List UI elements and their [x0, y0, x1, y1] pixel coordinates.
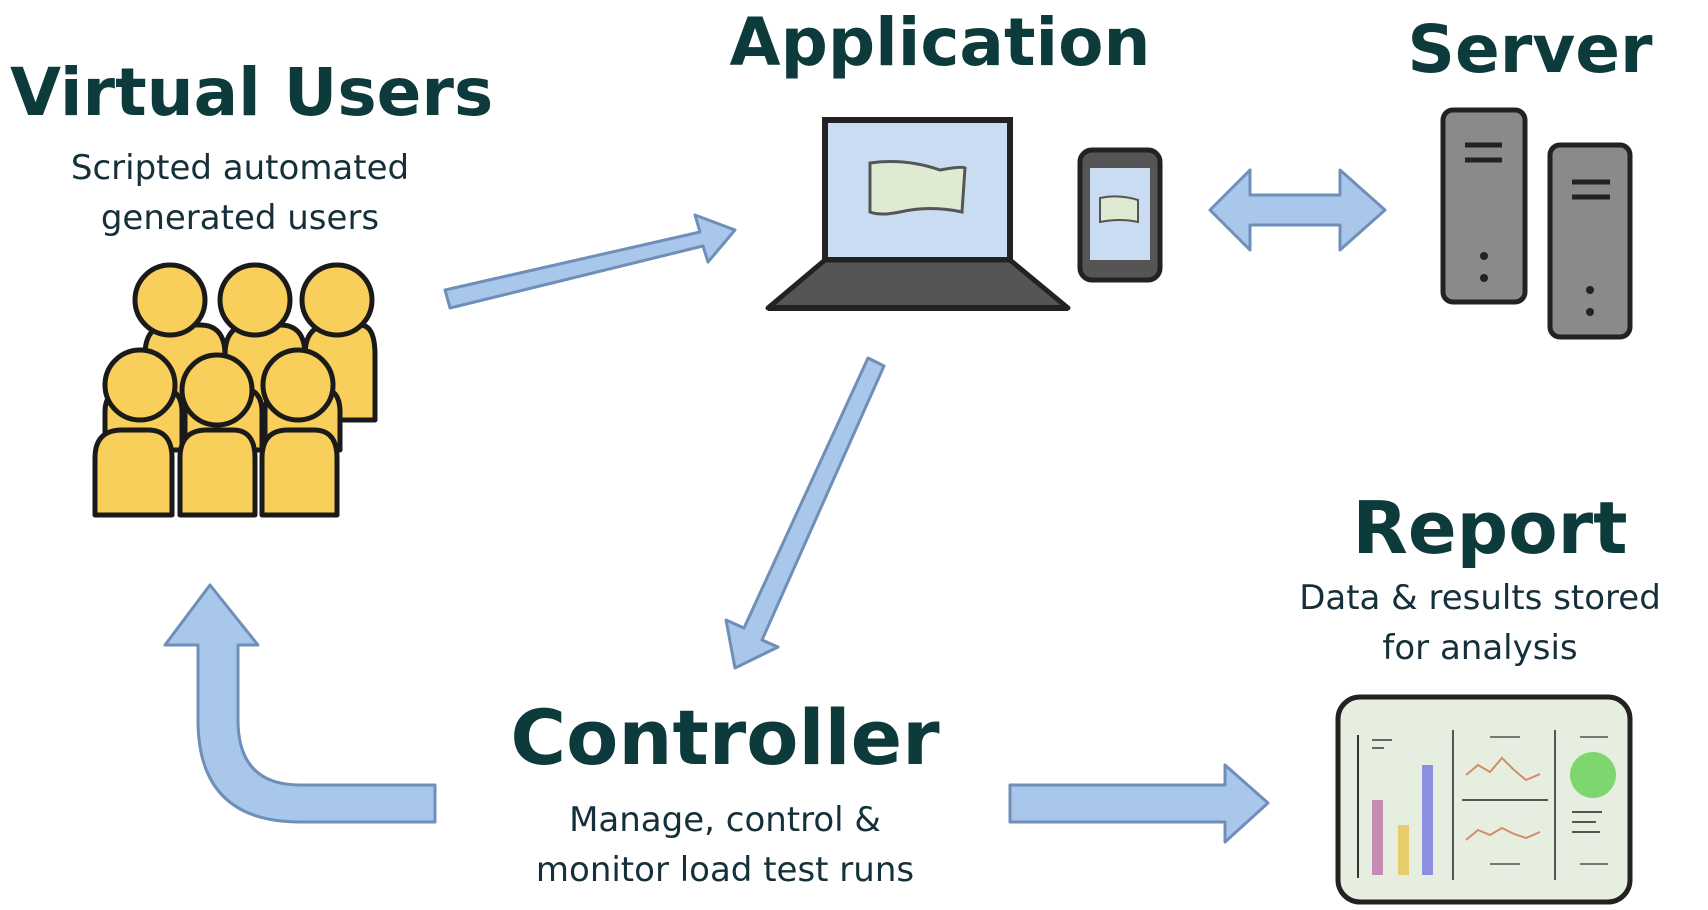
arrow-application-server [1208, 168, 1387, 252]
controller-subtitle-line2: monitor load test runs [535, 850, 915, 890]
server-icon [1440, 107, 1633, 340]
arrow-controller-to-users [163, 583, 437, 824]
server-title: Server [1407, 11, 1653, 88]
virtual-users-subtitle-line1: Scripted automated [70, 148, 410, 188]
report-subtitle-line1: Data & results stored [1299, 578, 1661, 618]
arrow-application-to-controller [724, 356, 886, 670]
virtual-users-title: Virtual Users [10, 54, 494, 131]
arrow-controller-to-report [1008, 763, 1270, 844]
arrow-users-to-application [443, 213, 737, 310]
virtual-users-subtitle-line2: generated users [100, 198, 380, 238]
report-subtitle: Data & results stored for analysis [1255, 573, 1705, 673]
controller-title: Controller [510, 693, 940, 782]
virtual-users-subtitle: Scripted automated generated users [30, 143, 450, 243]
report-dashboard-icon [1335, 694, 1633, 905]
phone-icon [1077, 147, 1163, 283]
report-subtitle-line2: for analysis [1382, 628, 1578, 668]
controller-subtitle: Manage, control & monitor load test runs [470, 795, 980, 895]
users-group-icon [92, 262, 378, 518]
controller-subtitle-line1: Manage, control & [569, 800, 881, 840]
laptop-icon [765, 117, 1071, 311]
report-title: Report [1352, 486, 1628, 570]
application-title: Application [729, 4, 1151, 81]
